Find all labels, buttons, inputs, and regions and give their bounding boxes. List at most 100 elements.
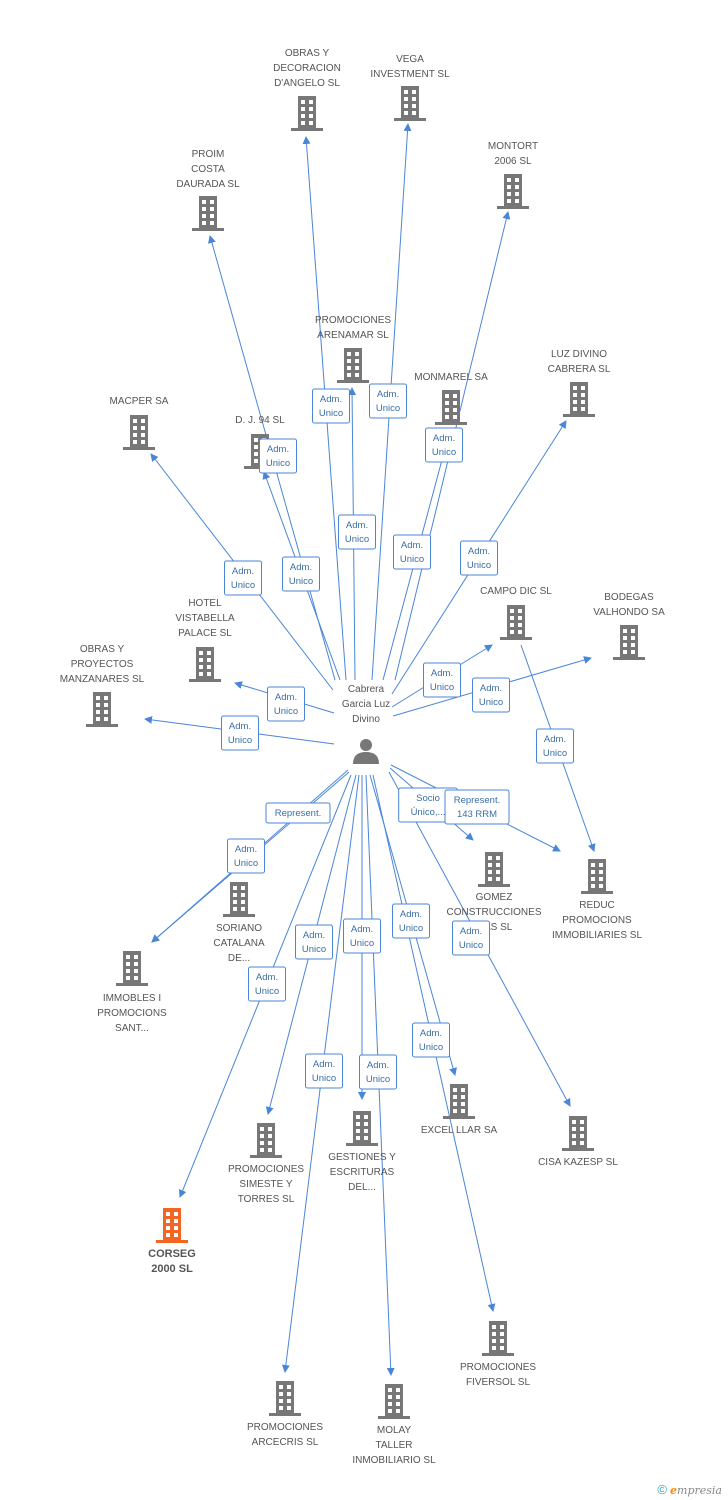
company-name: ARENAMAR SL — [317, 330, 389, 341]
edge-label-soriano[interactable]: Represent. — [265, 802, 331, 824]
edge-label-arenamar[interactable]: Adm.Unico — [338, 514, 376, 550]
edge-label-box — [452, 920, 490, 956]
edge-label-immobles[interactable]: Adm.Unico — [227, 838, 265, 874]
edge-label-cisa[interactable]: Adm.Unico — [452, 920, 490, 956]
building-icon — [123, 415, 155, 450]
edge-label-reduc[interactable]: Represent.143 RRM — [444, 789, 510, 825]
company-name: CATALANA — [213, 938, 265, 949]
edge-label-text: Unico — [350, 938, 374, 949]
edge-label-montort[interactable]: Adm.Unico — [425, 427, 463, 463]
edge-label-obras-proyectos[interactable]: Adm.Unico — [221, 715, 259, 751]
company-node-excel[interactable]: EXCEL LLAR SA — [421, 1084, 498, 1136]
building-icon — [156, 1208, 188, 1243]
edge-label-monmarel[interactable]: Adm.Unico — [393, 534, 431, 570]
building-icon — [562, 1116, 594, 1151]
edge-label-box — [248, 966, 286, 1002]
edge-label-text: Único,... — [411, 807, 446, 818]
edge-label-text: Unico — [345, 534, 369, 545]
company-name: DAURADA SL — [176, 179, 240, 190]
edge-label-campodic-reduc[interactable]: Adm.Unico — [536, 728, 574, 764]
company-name: TALLER — [375, 1440, 412, 1451]
edge-label-obras-decoracion[interactable]: Adm.Unico — [312, 388, 350, 424]
edge-label-box — [221, 715, 259, 751]
company-node-dj94[interactable]: D. J. 94 SL — [235, 415, 285, 469]
company-node-soriano[interactable]: SORIANOCATALANADE... — [213, 882, 265, 964]
building-icon — [500, 605, 532, 640]
company-name: ESCRITURAS — [330, 1167, 395, 1178]
edge-label-text: Adm. — [401, 540, 423, 551]
edge-label-hotel[interactable]: Adm.Unico — [267, 686, 305, 722]
edge-label-box — [392, 903, 430, 939]
edge-label-box — [267, 686, 305, 722]
company-node-gestiones[interactable]: GESTIONES YESCRITURASDEL... — [328, 1111, 396, 1193]
person-name: Divino — [352, 714, 380, 725]
company-name: COSTA — [191, 164, 225, 175]
edge-label-box — [282, 556, 320, 592]
edge-label-text: Unico — [467, 560, 491, 571]
company-name: MANZANARES SL — [60, 674, 145, 685]
edge-label-box — [423, 662, 461, 698]
company-node-campodic[interactable]: CAMPO DIC SL — [480, 586, 552, 640]
edge-label-gestiones[interactable]: Adm.Unico — [343, 918, 381, 954]
edge-label-dj94[interactable]: Adm.Unico — [259, 438, 297, 474]
edge-label-box — [265, 802, 331, 824]
company-name: DE... — [228, 953, 250, 964]
edge-label-box — [412, 1022, 450, 1058]
edge-label-arcecris[interactable]: Adm.Unico — [305, 1053, 343, 1089]
company-name: MOLAY — [377, 1425, 412, 1436]
edge-label-excel[interactable]: Adm.Unico — [392, 903, 430, 939]
edge-label-proim[interactable]: Adm.Unico — [282, 556, 320, 592]
company-name: CAMPO DIC SL — [480, 586, 552, 597]
company-name: DECORACION — [273, 63, 341, 74]
edge-label-molay[interactable]: Adm.Unico — [359, 1054, 397, 1090]
edge-label-text: Adm. — [275, 692, 297, 703]
company-name: PALACE SL — [178, 628, 232, 639]
building-icon — [86, 692, 118, 727]
company-name: D. J. 94 SL — [235, 415, 285, 426]
building-icon — [497, 174, 529, 209]
company-name: 2000 SL — [151, 1263, 193, 1275]
brand-name: mpresia — [677, 1484, 722, 1497]
edge-label-fiversol[interactable]: Adm.Unico — [412, 1022, 450, 1058]
edge-label-macper[interactable]: Adm.Unico — [224, 560, 262, 596]
person-icon — [353, 739, 379, 764]
edge-label-text: Adm. — [480, 683, 502, 694]
building-icon — [116, 951, 148, 986]
edge-label-luzdivino[interactable]: Adm.Unico — [460, 540, 498, 576]
company-node-immobles[interactable]: IMMOBLES IPROMOCIONSSANT... — [97, 951, 167, 1034]
edge-label-vega[interactable]: Adm.Unico — [369, 383, 407, 419]
building-icon — [478, 852, 510, 887]
edge-label-bodegas[interactable]: Adm.Unico — [472, 677, 510, 713]
edge-label-text: Adm. — [433, 433, 455, 444]
company-name: CONSTRUCCIONES — [446, 907, 541, 918]
edge-label-campodic[interactable]: Adm.Unico — [423, 662, 461, 698]
edge-label-box — [369, 383, 407, 419]
edge-label-corseg[interactable]: Adm.Unico — [248, 966, 286, 1002]
company-node-macper[interactable]: MACPER SA — [110, 396, 169, 450]
edge-label-simeste[interactable]: Adm.Unico — [295, 924, 333, 960]
edge-label-text: Unico — [366, 1074, 390, 1085]
company-node-monmarel[interactable]: MONMAREL SA — [414, 372, 488, 425]
edge-label-text: Adm. — [431, 668, 453, 679]
edge-label-gomez[interactable]: SocioÚnico,... — [398, 787, 458, 823]
company-node-cisa[interactable]: CISA KAZESP SL — [538, 1116, 618, 1168]
edge-label-text: Adm. — [235, 844, 257, 855]
edge-label-text: Unico — [312, 1073, 336, 1084]
